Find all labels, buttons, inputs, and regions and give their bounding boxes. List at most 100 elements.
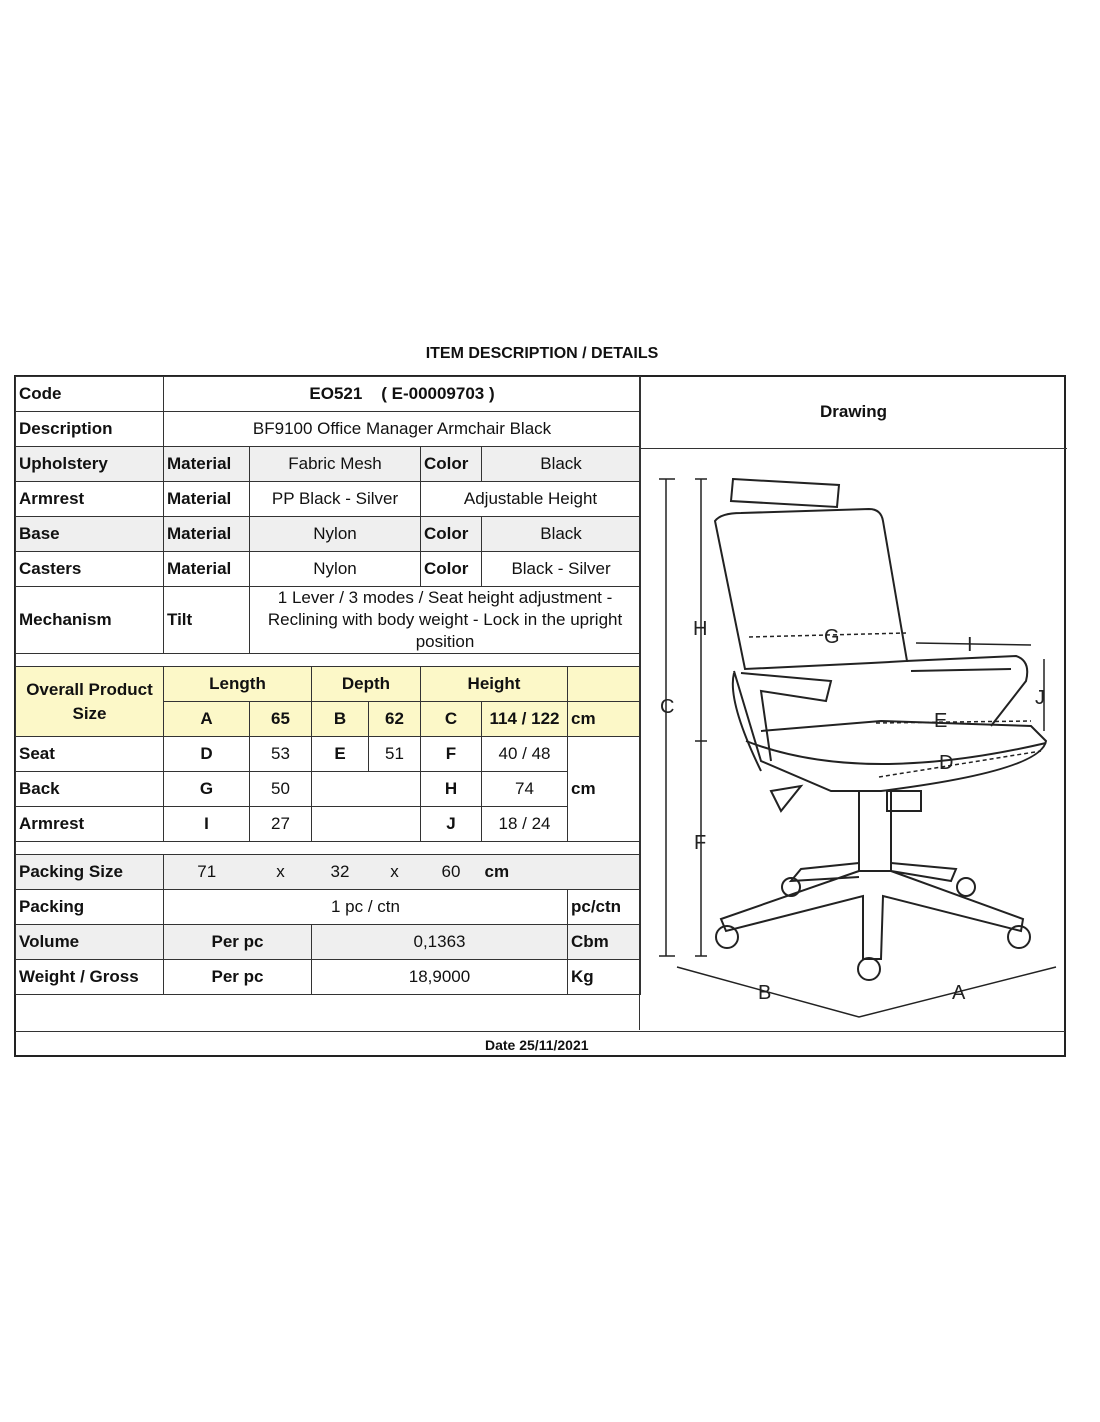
label-g: G xyxy=(824,626,840,648)
times-sign: x xyxy=(368,854,421,890)
material-label: Material xyxy=(163,551,250,587)
material-label: Material xyxy=(163,481,250,517)
label-d: D xyxy=(939,752,953,774)
dim-d: D xyxy=(163,736,250,772)
drawing-title: Drawing xyxy=(640,376,1067,449)
unit: cm xyxy=(566,736,642,842)
label-f: F xyxy=(694,832,706,854)
depth-header: Depth xyxy=(311,666,421,702)
date-row: Date 25/11/2021 xyxy=(15,1031,1065,1058)
dim-b: B xyxy=(311,701,369,737)
packing-value: 1 pc / ctn xyxy=(163,889,568,925)
dim-i: I xyxy=(163,806,250,842)
upholstery-label: Upholstery xyxy=(15,446,164,482)
label-i: I xyxy=(967,634,973,656)
volume-value: 0,1363 xyxy=(311,924,568,960)
size-label: Overall Product Size xyxy=(15,666,164,737)
page-title: ITEM DESCRIPTION / DETAILS xyxy=(425,345,659,362)
description-value: BF9100 Office Manager Armchair Black xyxy=(162,411,642,447)
packing-length: 71 xyxy=(163,854,250,890)
spacer xyxy=(14,653,642,667)
dim-j-value: 18 / 24 xyxy=(481,806,568,842)
label-a: A xyxy=(952,982,966,1004)
label-b: B xyxy=(758,982,771,1004)
unit: Cbm xyxy=(566,924,642,960)
dim-b-value: 62 xyxy=(368,701,421,737)
seat-label: Seat xyxy=(15,736,164,772)
casters-label: Casters xyxy=(15,551,164,587)
weight-label: Weight / Gross xyxy=(15,959,164,995)
color-label: Color xyxy=(420,551,482,587)
dim-h: H xyxy=(420,771,482,807)
date: Date 25/11/2021 xyxy=(485,1037,589,1053)
unit: cm xyxy=(481,854,642,890)
unit: Kg xyxy=(566,959,642,995)
armrest-label: Armrest xyxy=(15,481,164,517)
dimension-lines xyxy=(659,478,1057,1018)
spacer xyxy=(14,841,642,855)
base-label: Base xyxy=(15,516,164,552)
dim-a-value: 65 xyxy=(249,701,312,737)
color-label: Color xyxy=(420,516,482,552)
dim-h-value: 74 xyxy=(481,771,568,807)
dim-c: C xyxy=(420,701,482,737)
blank-cell xyxy=(311,806,421,842)
chair-icon xyxy=(713,477,1048,981)
packing-width: 32 xyxy=(311,854,369,890)
chair-drawing: C H F G I J E D B A xyxy=(659,477,1057,1018)
casters-color: Black - Silver xyxy=(480,551,642,587)
dimension-labels: C H F G I J E D B A xyxy=(660,618,1045,1004)
mechanism-label: Mechanism xyxy=(15,586,164,654)
volume-label: Volume xyxy=(15,924,164,960)
drawing-panel: Drawing C H F G I J E D B A xyxy=(639,376,1067,1030)
dim-e-value: 51 xyxy=(368,736,421,772)
dim-g: G xyxy=(163,771,250,807)
length-header: Length xyxy=(163,666,312,702)
dim-f-value: 40 / 48 xyxy=(481,736,568,772)
unit: cm xyxy=(566,701,642,737)
armrest-feature: Adjustable Height xyxy=(419,481,642,517)
packing-size-label: Packing Size xyxy=(15,854,164,890)
blank-cell xyxy=(566,666,642,702)
weight-value: 18,9000 xyxy=(311,959,568,995)
height-header: Height xyxy=(420,666,568,702)
casters-material: Nylon xyxy=(249,551,421,587)
dim-j: J xyxy=(420,806,482,842)
mechanism-details: 1 Lever / 3 modes / Seat height adjustme… xyxy=(248,586,642,654)
upholstery-material: Fabric Mesh xyxy=(249,446,421,482)
packing-label: Packing xyxy=(15,889,164,925)
per-pc: Per pc xyxy=(163,924,312,960)
material-label: Material xyxy=(163,446,250,482)
dim-c-value: 114 / 122 xyxy=(481,701,568,737)
code-value: EO521 ( E-00009703 ) xyxy=(162,376,642,412)
material-label: Material xyxy=(163,516,250,552)
label-j: J xyxy=(1035,687,1045,709)
packing-height: 60 xyxy=(420,854,482,890)
dim-f: F xyxy=(420,736,482,772)
blank-cell xyxy=(311,771,421,807)
mechanism-type: Tilt xyxy=(163,586,250,654)
dim-d-value: 53 xyxy=(249,736,312,772)
unit: pc/ctn xyxy=(566,889,642,925)
color-label: Color xyxy=(420,446,482,482)
base-color: Black xyxy=(480,516,642,552)
dim-g-value: 50 xyxy=(249,771,312,807)
dim-e: E xyxy=(311,736,369,772)
label-e: E xyxy=(934,710,947,732)
